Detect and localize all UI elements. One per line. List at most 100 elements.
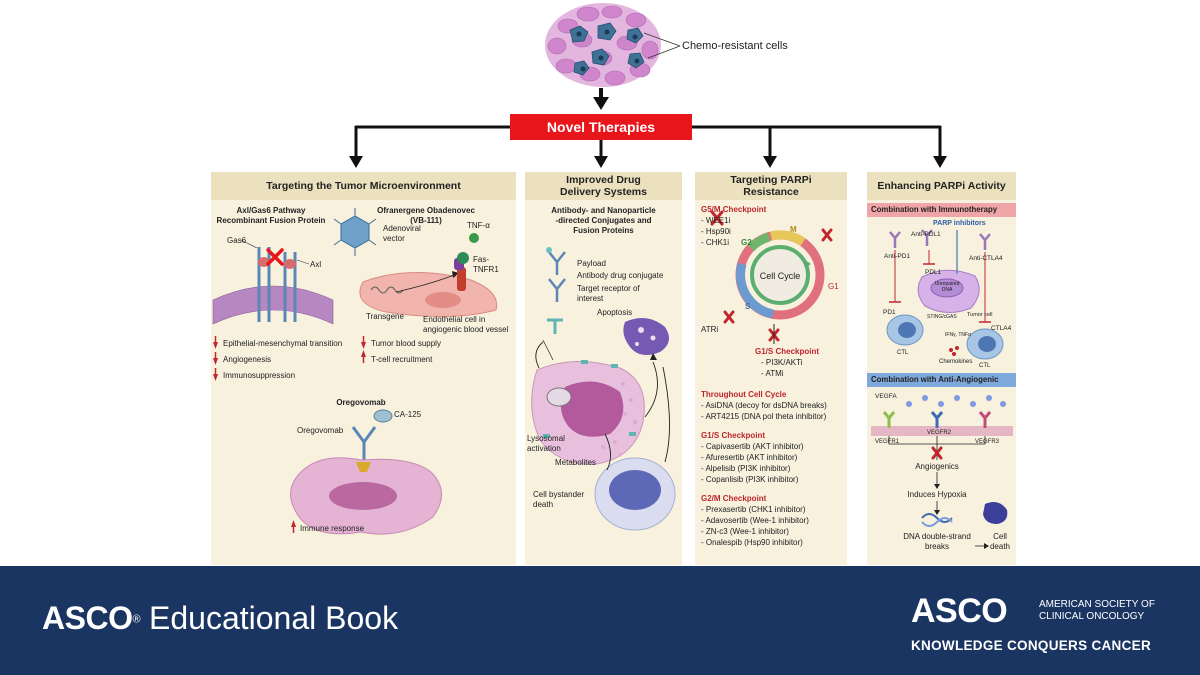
hypoxia-label: Induces Hypoxia (907, 490, 967, 499)
endothelial-label-1: Endothelial cell in (423, 315, 486, 324)
g2m-drug: - ZN-c3 (Wee-1 inhibitor) (701, 527, 789, 536)
lysosomal-label-1: Lysosomal (527, 434, 565, 443)
panel-title: Targeting the Tumor Microenvironment (211, 172, 516, 200)
g2m-item: - WEE1i (701, 216, 731, 225)
vegfr2-label: VEGFR2 (927, 430, 952, 436)
g2m-drugs-heading: G2/M Checkpoint (701, 494, 767, 503)
g2m-drug: - Onalespib (Hsp90 inhibitor) (701, 538, 803, 547)
metabolites-label: Metabolites (555, 458, 596, 467)
dsb-label-1: DNA double-strand (903, 532, 971, 541)
cell-cycle-diagram (710, 210, 833, 344)
vegfa-label: VEGFA (875, 393, 897, 400)
cell-cycle-label: Cell Cycle (759, 271, 801, 281)
phase-g1-label: G1 (828, 282, 839, 291)
top-diagram (349, 3, 947, 168)
unrepaired-label-2: DNA (941, 287, 953, 293)
asco-society-logo: ASCO AMERICAN SOCIETY OF CLINICAL ONCOLO… (911, 594, 1171, 664)
oregovomab-label: Oregovomab (297, 426, 344, 435)
target-label-2: interest (577, 294, 604, 303)
down-arrow-icons (213, 336, 366, 381)
g1s-item: - PI3K/AKTi (761, 358, 803, 367)
transgene-label: Transgene (366, 312, 404, 321)
phase-m-label: M (790, 225, 797, 234)
throughout-item: - ART4215 (DNA pol theta inhibitor) (701, 412, 827, 421)
g1s-drug: - Afuresertib (AKT inhibitor) (701, 453, 798, 462)
effect-tumor-blood-supply: Tumor blood supply (371, 339, 441, 348)
immunotherapy-band (867, 203, 1016, 217)
g2m-checkpoint-heading: G5/M Checkpoint (701, 205, 767, 214)
axl-subtitle: Recombinant Fusion Protein (216, 216, 326, 225)
cell-death-label-1: Cell (993, 532, 1007, 541)
ifn-label: IFNγ, TNFα (945, 332, 971, 338)
anti-ctla4-label: Anti-CTLA4 (969, 255, 1003, 262)
axl-title: Axl/Gas6 Pathway (236, 206, 306, 215)
target-label-1: Target receptor of (577, 284, 640, 293)
angiogenics-label: Angiogenics (915, 462, 959, 471)
tagline: KNOWLEDGE CONQUERS CANCER (911, 638, 1152, 653)
ctla4-label: CTLA4 (991, 325, 1012, 332)
throughout-cycle-heading: Throughout Cell Cycle (701, 390, 787, 399)
delivery-subtitle-3: Fusion Proteins (573, 226, 634, 235)
dsb-label-2: breaks (924, 542, 949, 551)
adenoviral-label: Adenoviral (383, 224, 421, 233)
payload-label: Payload (577, 259, 606, 268)
novel-therapies-box (510, 114, 692, 140)
chemo-resistant-label: Chemo-resistant cells (682, 40, 788, 52)
adc-label: Antibody drug conjugate (577, 271, 664, 280)
panel-title: Enhancing PARPi Activity (867, 172, 1016, 200)
panel-title-line-2: Resistance (743, 186, 799, 198)
educational-book-label: Educational Book (149, 600, 399, 636)
effect-t-cell-recruitment: T-cell recruitment (371, 355, 433, 364)
g1s-drug: - Capivasertib (AKT inhibitor) (701, 442, 804, 451)
bystander-label-1: Cell bystander (533, 490, 585, 499)
immune-response-label: Immune response (300, 524, 365, 533)
g1s-item: - ATMi (761, 369, 784, 378)
throughout-item: - AsiDNA (decoy for dsDNA breaks) (701, 401, 827, 410)
effect-emt: Epithelial-mesenchymal transition (223, 339, 343, 348)
atri-label: ATRi (701, 325, 719, 334)
cell-death-icon (983, 502, 1008, 524)
g2m-item: - CHK1i (701, 238, 730, 247)
chemokines-label: Chemokines (939, 359, 973, 365)
asco-logo-wordmark: ASCO (911, 592, 1008, 630)
panel-parpi-activity: Enhancing PARPi Activity Combination wit… (867, 172, 1016, 565)
vegfr1-label: VEGFR1 (875, 439, 900, 445)
vegfr3-label: VEGFR3 (975, 439, 1000, 445)
anti-pd1-label: Anti-PD1 (884, 253, 911, 260)
phase-g2-label: G2 (741, 238, 752, 247)
cell-death-label-2: death (989, 542, 1011, 551)
panel-title-line-2: Delivery Systems (560, 186, 647, 198)
tumor-cell-label: Tumor cell (967, 312, 993, 318)
novel-therapies-label: Novel Therapies (546, 119, 656, 135)
gas6-label: Gas6 (227, 236, 247, 245)
educational-book-logo: ASCO® Educational Book (42, 600, 398, 637)
ofr-subtitle: (VB-111) (410, 216, 442, 225)
g1s-drug: - Copanlisib (PI3K inhibitor) (701, 475, 799, 484)
panel-title-line-1: Improved Drug (566, 174, 641, 186)
anti-angiogenic-heading: Combination with Anti-Angiogenic (871, 375, 999, 384)
immunotherapy-heading: Combination with Immunotherapy (871, 205, 998, 214)
sting-label: STING/cGAS (927, 314, 957, 320)
parp-inhibitors-label: PARP inhibitors (933, 220, 986, 227)
ctl-label-left: CTL (897, 350, 909, 356)
panel4-illustrations (867, 229, 1016, 549)
unrepaired-label-1: Unrepaired (934, 281, 960, 287)
panel-tumor-microenvironment: Targeting the Tumor Microenvironment (211, 172, 516, 565)
panel-parpi-resistance: Targeting PARPi Resistance G5/M Checkpoi… (695, 172, 847, 565)
g2m-drug: - Prexasertib (CHK1 inhibitor) (701, 505, 806, 514)
panel-title: Improved Drug Delivery Systems (525, 172, 682, 200)
effect-immunosuppression: Immunosuppression (223, 371, 296, 380)
ofr-title: Ofranergene Obadenovec (377, 206, 475, 215)
g1s-checkpoint-heading: G1/S Checkpoint (755, 347, 820, 356)
phase-s-label: S (745, 302, 751, 311)
pd1-label: PD1 (883, 309, 896, 316)
panel1-illustrations (212, 208, 498, 535)
pdl1-label: PDL1 (925, 269, 942, 276)
endothelial-label-2: angiogenic blood vessel (423, 325, 509, 334)
society-line-1: AMERICAN SOCIETY OF (1039, 599, 1155, 610)
ctl-label-right: CTL (979, 363, 991, 369)
panel-title-line-1: Targeting PARPi (730, 174, 812, 186)
lysosomal-label-2: activation (527, 444, 561, 453)
up-arrow-icons (291, 350, 366, 533)
panel-title: Targeting PARPi Resistance (695, 172, 847, 200)
